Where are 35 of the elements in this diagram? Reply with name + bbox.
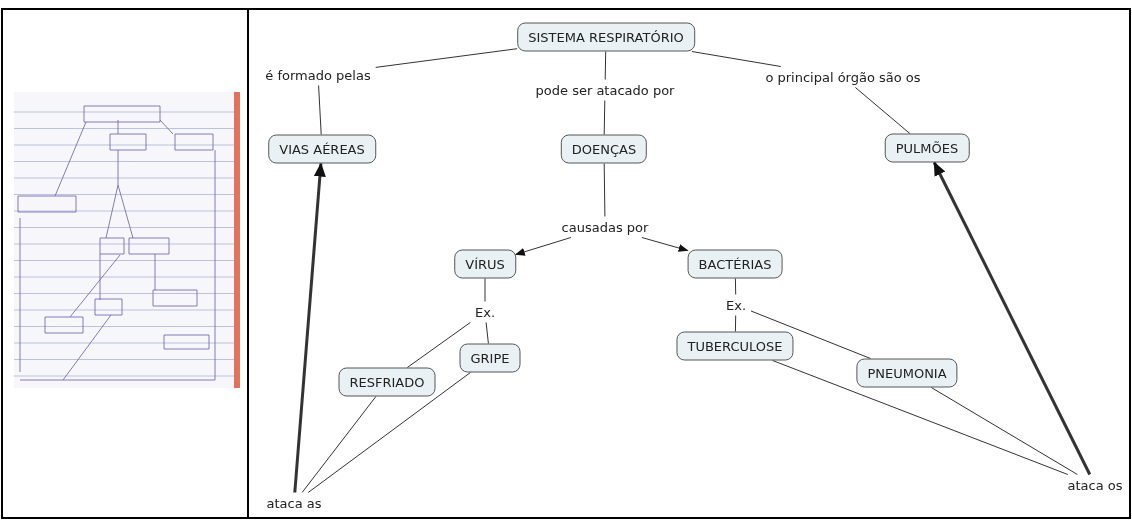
concept-box: PULMÕES (884, 133, 970, 163)
concept-box: RESFRIADO (338, 367, 436, 397)
connector-line (375, 48, 518, 68)
connector-line (734, 315, 737, 332)
concept-box: TUBERCULOSE (676, 331, 794, 361)
connector-line (603, 163, 606, 217)
concept-box: PNEUMONIA (856, 358, 958, 388)
concept-box: SISTEMA RESPIRATÓRIO (517, 22, 695, 52)
connector-line (734, 278, 737, 295)
connector-line (772, 360, 1069, 475)
arrow (641, 237, 689, 252)
connector-line (604, 51, 607, 80)
concept-box: DOENÇAS (560, 134, 648, 164)
linking-phrase: o principal órgão são os (763, 69, 923, 85)
connector-line (406, 322, 471, 368)
connector-line (750, 310, 871, 359)
connector-line (485, 322, 489, 344)
linking-phrase: pode ser atacado por (533, 82, 677, 98)
concept-box: BACTÉRIAS (687, 249, 783, 279)
concept-box: GRIPE (459, 343, 521, 373)
connector-line (484, 278, 486, 302)
connector-line (691, 51, 782, 67)
connector-line (930, 387, 1078, 475)
arrow (932, 161, 1092, 476)
concept-box: VÍRUS (454, 249, 516, 279)
connector-line (603, 100, 606, 135)
connector-line (854, 87, 911, 134)
linking-phrase: causadas por (559, 219, 651, 235)
arrow (514, 237, 572, 256)
connector-line (307, 372, 471, 493)
concept-box: VIAS AÉREAS (268, 134, 376, 164)
arrow (293, 162, 326, 493)
connector-line (318, 85, 322, 135)
connector-line (301, 396, 377, 493)
linking-phrase: é formado pelas (263, 67, 373, 83)
